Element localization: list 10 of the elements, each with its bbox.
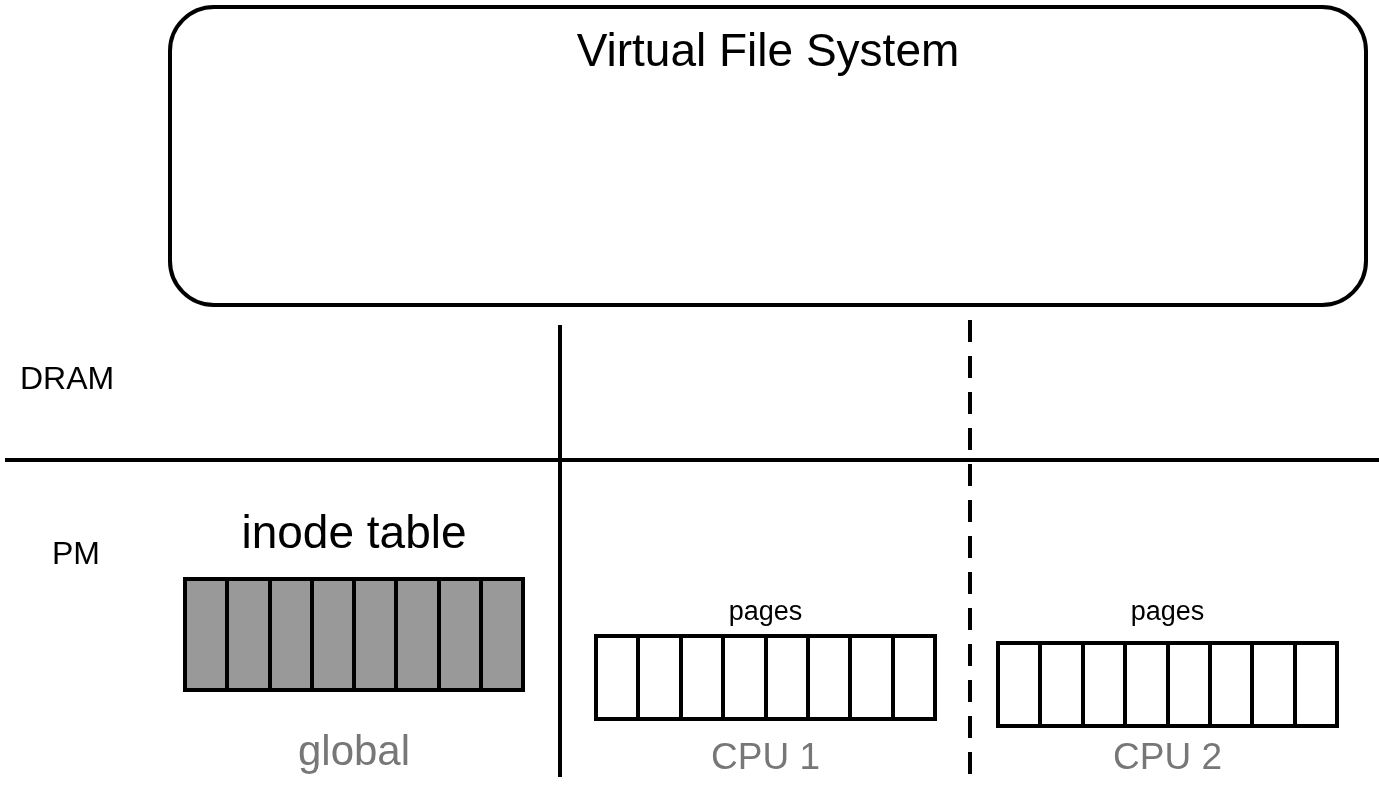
table-caption: CPU 1 <box>710 736 821 778</box>
table-caption: CPU 2 <box>1112 736 1223 778</box>
box-title: Virtual File System <box>575 23 961 77</box>
table-title: inode table <box>240 505 468 559</box>
region-label: DRAM <box>20 360 115 397</box>
region-label: PM <box>52 535 100 572</box>
table-title: pages <box>1129 596 1206 627</box>
table-title: pages <box>727 596 804 627</box>
file-system-box <box>168 5 1368 307</box>
table-caption: global <box>296 727 412 775</box>
